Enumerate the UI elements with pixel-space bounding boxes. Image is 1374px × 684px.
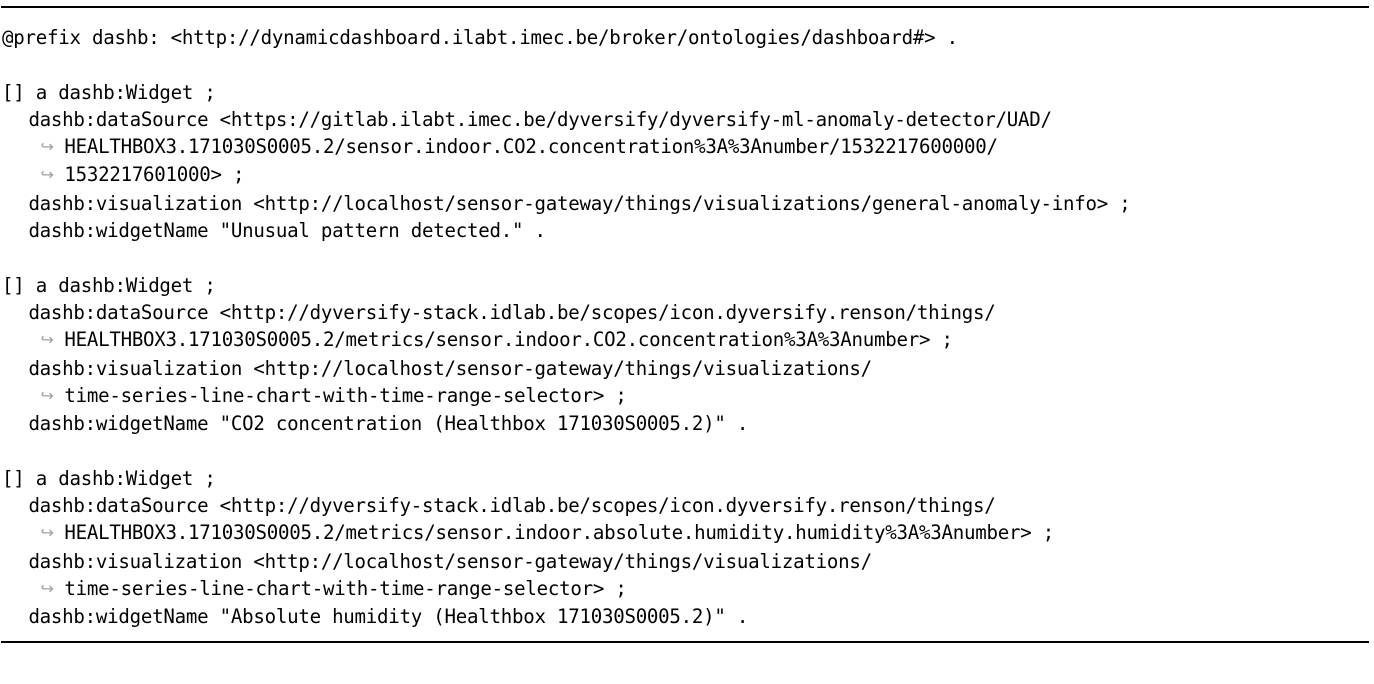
code-line-text: 1532217601000> ; bbox=[64, 163, 245, 187]
top-rule bbox=[1, 6, 1369, 8]
code-line-text: time-series-line-chart-with-time-range-s… bbox=[64, 383, 627, 407]
code-line-text: HEALTHBOX3.171030S0005.2/metrics/sensor.… bbox=[64, 328, 953, 352]
code-line-text: [] a dashb:Widget ; bbox=[2, 466, 216, 490]
code-line-blank bbox=[2, 51, 1374, 78]
code-line-text: dashb:widgetName "Absolute humidity (Hea… bbox=[28, 605, 749, 629]
code-line: dashb:widgetName "CO2 concentration (Hea… bbox=[2, 410, 1374, 437]
code-line-text: HEALTHBOX3.171030S0005.2/metrics/sensor.… bbox=[64, 521, 1054, 545]
code-line-text: dashb:dataSource <http://dyversify-stack… bbox=[28, 494, 996, 518]
code-line-text: dashb:widgetName "Unusual pattern detect… bbox=[28, 219, 546, 243]
code-line: ↪ HEALTHBOX3.171030S0005.2/metrics/sensor… bbox=[2, 326, 1374, 354]
code-line-text: [] a dashb:Widget ; bbox=[2, 80, 216, 104]
code-line-text: dashb:dataSource <http://dyversify-stack… bbox=[28, 300, 996, 324]
line-continuation-arrow-icon: ↪ bbox=[40, 385, 54, 405]
code-line-text: dashb:dataSource <https://gitlab.ilabt.i… bbox=[28, 107, 1052, 131]
line-continuation-arrow-icon: ↪ bbox=[40, 137, 54, 157]
code-line-text: [] a dashb:Widget ; bbox=[2, 273, 216, 297]
code-lines-container: @prefix dashb: <http://dynamicdashboard.… bbox=[0, 8, 1374, 631]
code-line-text: @prefix dashb: <http://dynamicdashboard.… bbox=[2, 26, 958, 49]
code-line-text: dashb:visualization <http://localhost/se… bbox=[28, 356, 872, 380]
code-line: ↪ time-series-line-chart-with-time-range-… bbox=[2, 575, 1374, 603]
code-line: ↪ 1532217601000> ; bbox=[2, 161, 1374, 189]
code-line: [] a dashb:Widget ; bbox=[2, 79, 1374, 106]
code-listing: @prefix dashb: <http://dynamicdashboard.… bbox=[0, 6, 1374, 684]
code-line-text: dashb:widgetName "CO2 concentration (Hea… bbox=[28, 412, 749, 436]
code-line: ↪ HEALTHBOX3.171030S0005.2/sensor.indoor.… bbox=[2, 133, 1374, 161]
line-continuation-arrow-icon: ↪ bbox=[40, 165, 54, 185]
code-line: ↪ HEALTHBOX3.171030S0005.2/metrics/sensor… bbox=[2, 519, 1374, 547]
bottom-rule bbox=[1, 640, 1369, 643]
code-line-text: dashb:visualization <http://localhost/se… bbox=[28, 549, 872, 573]
code-line: [] a dashb:Widget ; bbox=[2, 465, 1374, 492]
code-line: dashb:visualization <http://localhost/se… bbox=[2, 548, 1374, 575]
code-line: dashb:widgetName "Absolute humidity (Hea… bbox=[2, 603, 1374, 630]
code-line: dashb:dataSource <http://dyversify-stack… bbox=[2, 492, 1374, 519]
code-line: dashb:dataSource <https://gitlab.ilabt.i… bbox=[2, 106, 1374, 133]
code-line: dashb:dataSource <http://dyversify-stack… bbox=[2, 299, 1374, 326]
code-line-text: time-series-line-chart-with-time-range-s… bbox=[64, 576, 627, 600]
code-line-blank bbox=[2, 437, 1374, 464]
code-line: dashb:visualization <http://localhost/se… bbox=[2, 190, 1374, 217]
code-line-text: HEALTHBOX3.171030S0005.2/sensor.indoor.C… bbox=[64, 135, 998, 159]
code-line: @prefix dashb: <http://dynamicdashboard.… bbox=[2, 24, 1374, 51]
line-continuation-arrow-icon: ↪ bbox=[40, 330, 54, 350]
code-line-blank bbox=[2, 244, 1374, 271]
code-line: dashb:widgetName "Unusual pattern detect… bbox=[2, 217, 1374, 244]
code-line: dashb:visualization <http://localhost/se… bbox=[2, 355, 1374, 382]
code-line-text: dashb:visualization <http://localhost/se… bbox=[28, 191, 1131, 215]
code-line: [] a dashb:Widget ; bbox=[2, 272, 1374, 299]
line-continuation-arrow-icon: ↪ bbox=[40, 578, 54, 598]
code-line: ↪ time-series-line-chart-with-time-range-… bbox=[2, 382, 1374, 410]
line-continuation-arrow-icon: ↪ bbox=[40, 523, 54, 543]
